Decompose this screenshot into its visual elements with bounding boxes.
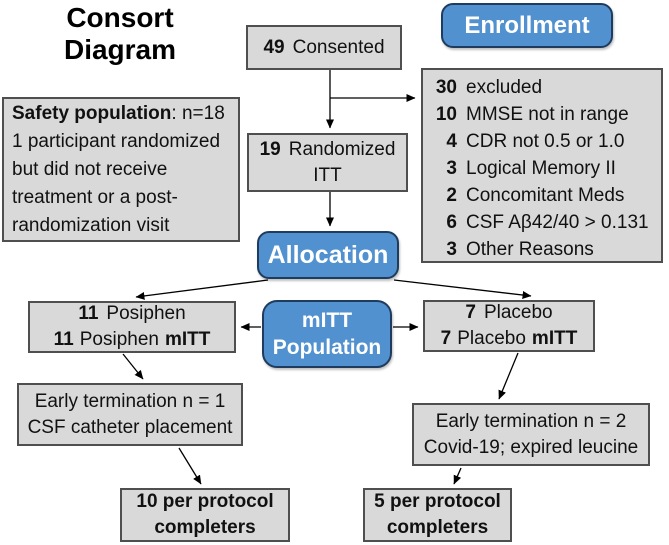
posiphen-mitt-label: Posiphen xyxy=(79,329,159,350)
exclusion-reason: CSF Aβ42/40 > 0.131 xyxy=(466,212,649,233)
arrow-early-termination-to-pp10 xyxy=(178,447,202,485)
per-protocol-placebo-box: 5 per protocol completers xyxy=(363,488,512,542)
early-termination-posiphen-box: Early termination n = 1 CSF catheter pla… xyxy=(17,383,243,446)
exclusion-count: 2 xyxy=(446,185,457,206)
exclusion-count: 30 xyxy=(435,77,457,98)
allocation-label: Allocation xyxy=(267,240,389,269)
early-termination-placebo-line1: Early termination n = 2 xyxy=(435,410,627,432)
randomized-count: 19 xyxy=(259,138,281,160)
arrow-allocation-to-placebo xyxy=(393,279,532,299)
exclusion-row: 2 Concomitant Meds xyxy=(431,182,624,209)
enrollment-label: Enrollment xyxy=(464,11,590,39)
arrow-placebo-to-early-termination xyxy=(498,352,519,400)
exclusion-count: 6 xyxy=(446,212,457,233)
exclusion-count: 10 xyxy=(435,104,457,125)
excluded-box: 30 excluded 10 MMSE not in range 4 CDR not … xyxy=(421,68,663,263)
per-protocol-posiphen-box: 10 per protocol completers xyxy=(120,488,290,542)
placebo-label: Placebo xyxy=(483,302,553,323)
allocation-stage-box: Allocation xyxy=(257,231,399,279)
randomized-label: Randomized xyxy=(288,138,396,160)
per-protocol-posiphen-line2: completers xyxy=(154,517,256,538)
placebo-mitt-count: 7 xyxy=(440,328,452,349)
arrow-allocation-to-posiphen xyxy=(135,279,269,300)
exclusion-row: 3 Logical Memory II xyxy=(431,155,616,182)
safety-line1: 1 participant randomized xyxy=(12,130,221,152)
exclusion-reason: Concomitant Meds xyxy=(466,185,625,206)
exclusion-row: 4 CDR not 0.5 or 1.0 xyxy=(431,128,624,155)
posiphen-label: Posiphen xyxy=(106,303,186,324)
diagram-title-line2: Diagram xyxy=(63,34,177,65)
safety-line4: randomization visit xyxy=(12,214,170,236)
early-termination-posiphen-line1: Early termination n = 1 xyxy=(34,390,226,412)
exclusion-count: 3 xyxy=(446,158,457,179)
diagram-title-line1: Consort xyxy=(66,2,174,33)
placebo-count: 7 xyxy=(465,302,476,323)
diagram-title: Consort Diagram xyxy=(18,2,222,66)
placebo-arm-box: 7 Placebo 7 Placebo mITT xyxy=(423,300,595,352)
enrollment-stage-box: Enrollment xyxy=(441,3,613,48)
exclusion-row: 6 CSF Aβ42/40 > 0.131 xyxy=(431,209,649,236)
randomized-itt-label: ITT xyxy=(313,164,342,186)
mitt-population-stage-box: mITT Population xyxy=(262,300,392,368)
arrow-posiphen-to-early-termination xyxy=(122,353,144,380)
placebo-mitt-label: Placebo xyxy=(457,328,526,349)
posiphen-mitt-count: 11 xyxy=(53,329,74,350)
arrow-early-termination-to-pp5 xyxy=(453,467,462,485)
consented-box: 49 Consented xyxy=(246,25,402,70)
exclusion-row: 3 Other Reasons xyxy=(431,236,594,263)
mitt-label-line2: Population xyxy=(272,336,382,359)
early-termination-posiphen-line2: CSF catheter placement xyxy=(27,416,233,438)
placebo-mitt-tag: mITT xyxy=(531,328,578,349)
per-protocol-placebo-line2: completers xyxy=(386,517,489,538)
posiphen-mitt-tag: mITT xyxy=(164,329,211,350)
consented-label: Consented xyxy=(292,36,385,58)
per-protocol-posiphen-line1: 10 per protocol xyxy=(136,491,274,512)
posiphen-count: 11 xyxy=(78,303,99,324)
per-protocol-placebo-line1: 5 per protocol xyxy=(374,491,501,512)
exclusion-reason: CDR not 0.5 or 1.0 xyxy=(466,131,625,152)
safety-heading: Safety population xyxy=(12,102,172,124)
exclusion-reason: Other Reasons xyxy=(466,239,594,260)
mitt-label-line1: mITT xyxy=(301,309,353,332)
randomized-box: 19 Randomized ITT xyxy=(247,133,408,192)
exclusion-reason: MMSE not in range xyxy=(466,104,629,125)
exclusion-row: 30 excluded xyxy=(431,74,542,101)
consented-count: 49 xyxy=(263,36,285,58)
safety-heading-rest: : n=18 xyxy=(171,102,225,124)
posiphen-arm-box: 11 Posiphen 11 Posiphen mITT xyxy=(28,301,236,353)
exclusion-row: 10 MMSE not in range xyxy=(431,101,629,128)
safety-heading-line: Safety population: n=18 xyxy=(12,100,225,128)
safety-line2: but did not receive xyxy=(12,158,168,180)
exclusion-count: 3 xyxy=(446,239,457,260)
early-termination-placebo-line2: Covid-19; expired leucine xyxy=(423,436,639,458)
exclusion-reason: Logical Memory II xyxy=(466,158,616,179)
exclusion-count: 4 xyxy=(446,131,457,152)
exclusion-reason: excluded xyxy=(466,77,543,98)
early-termination-placebo-box: Early termination n = 2 Covid-19; expire… xyxy=(412,403,650,466)
safety-population-box: Safety population: n=18 1 participant ra… xyxy=(2,97,240,242)
safety-line3: treatment or a post- xyxy=(12,186,178,208)
